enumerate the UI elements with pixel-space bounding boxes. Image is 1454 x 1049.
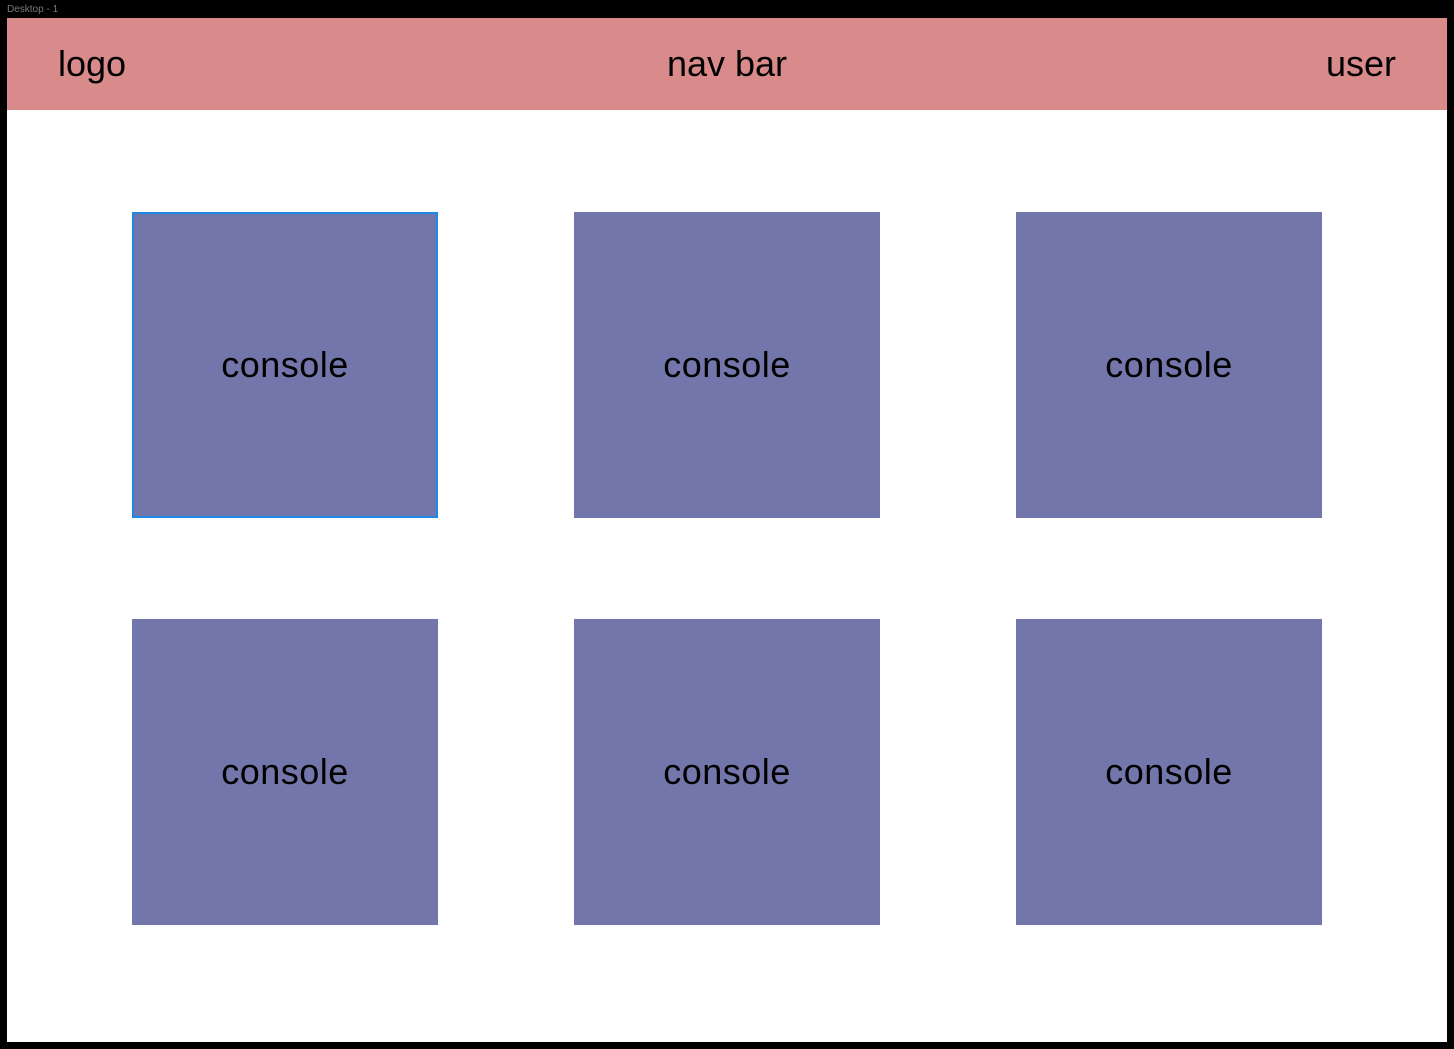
console-card-6[interactable]: console bbox=[1016, 619, 1322, 925]
console-label: console bbox=[1105, 751, 1233, 792]
console-label: console bbox=[663, 344, 791, 385]
console-label: console bbox=[1105, 344, 1233, 385]
console-card-4[interactable]: console bbox=[132, 619, 438, 925]
nav-bar-title: nav bar bbox=[666, 43, 788, 84]
user-menu[interactable]: user bbox=[1325, 43, 1396, 84]
desktop-frame: logo nav bar user console console consol… bbox=[7, 18, 1447, 1042]
frame-label: Desktop - 1 bbox=[7, 4, 59, 15]
console-card-2[interactable]: console bbox=[574, 212, 880, 518]
console-card-1[interactable]: console bbox=[132, 212, 438, 518]
console-card-5[interactable]: console bbox=[574, 619, 880, 925]
console-label: console bbox=[221, 751, 349, 792]
logo[interactable]: logo bbox=[58, 43, 127, 84]
console-card-3[interactable]: console bbox=[1016, 212, 1322, 518]
console-label: console bbox=[221, 344, 349, 385]
console-label: console bbox=[663, 751, 791, 792]
nav-bar: logo nav bar user bbox=[7, 18, 1447, 110]
